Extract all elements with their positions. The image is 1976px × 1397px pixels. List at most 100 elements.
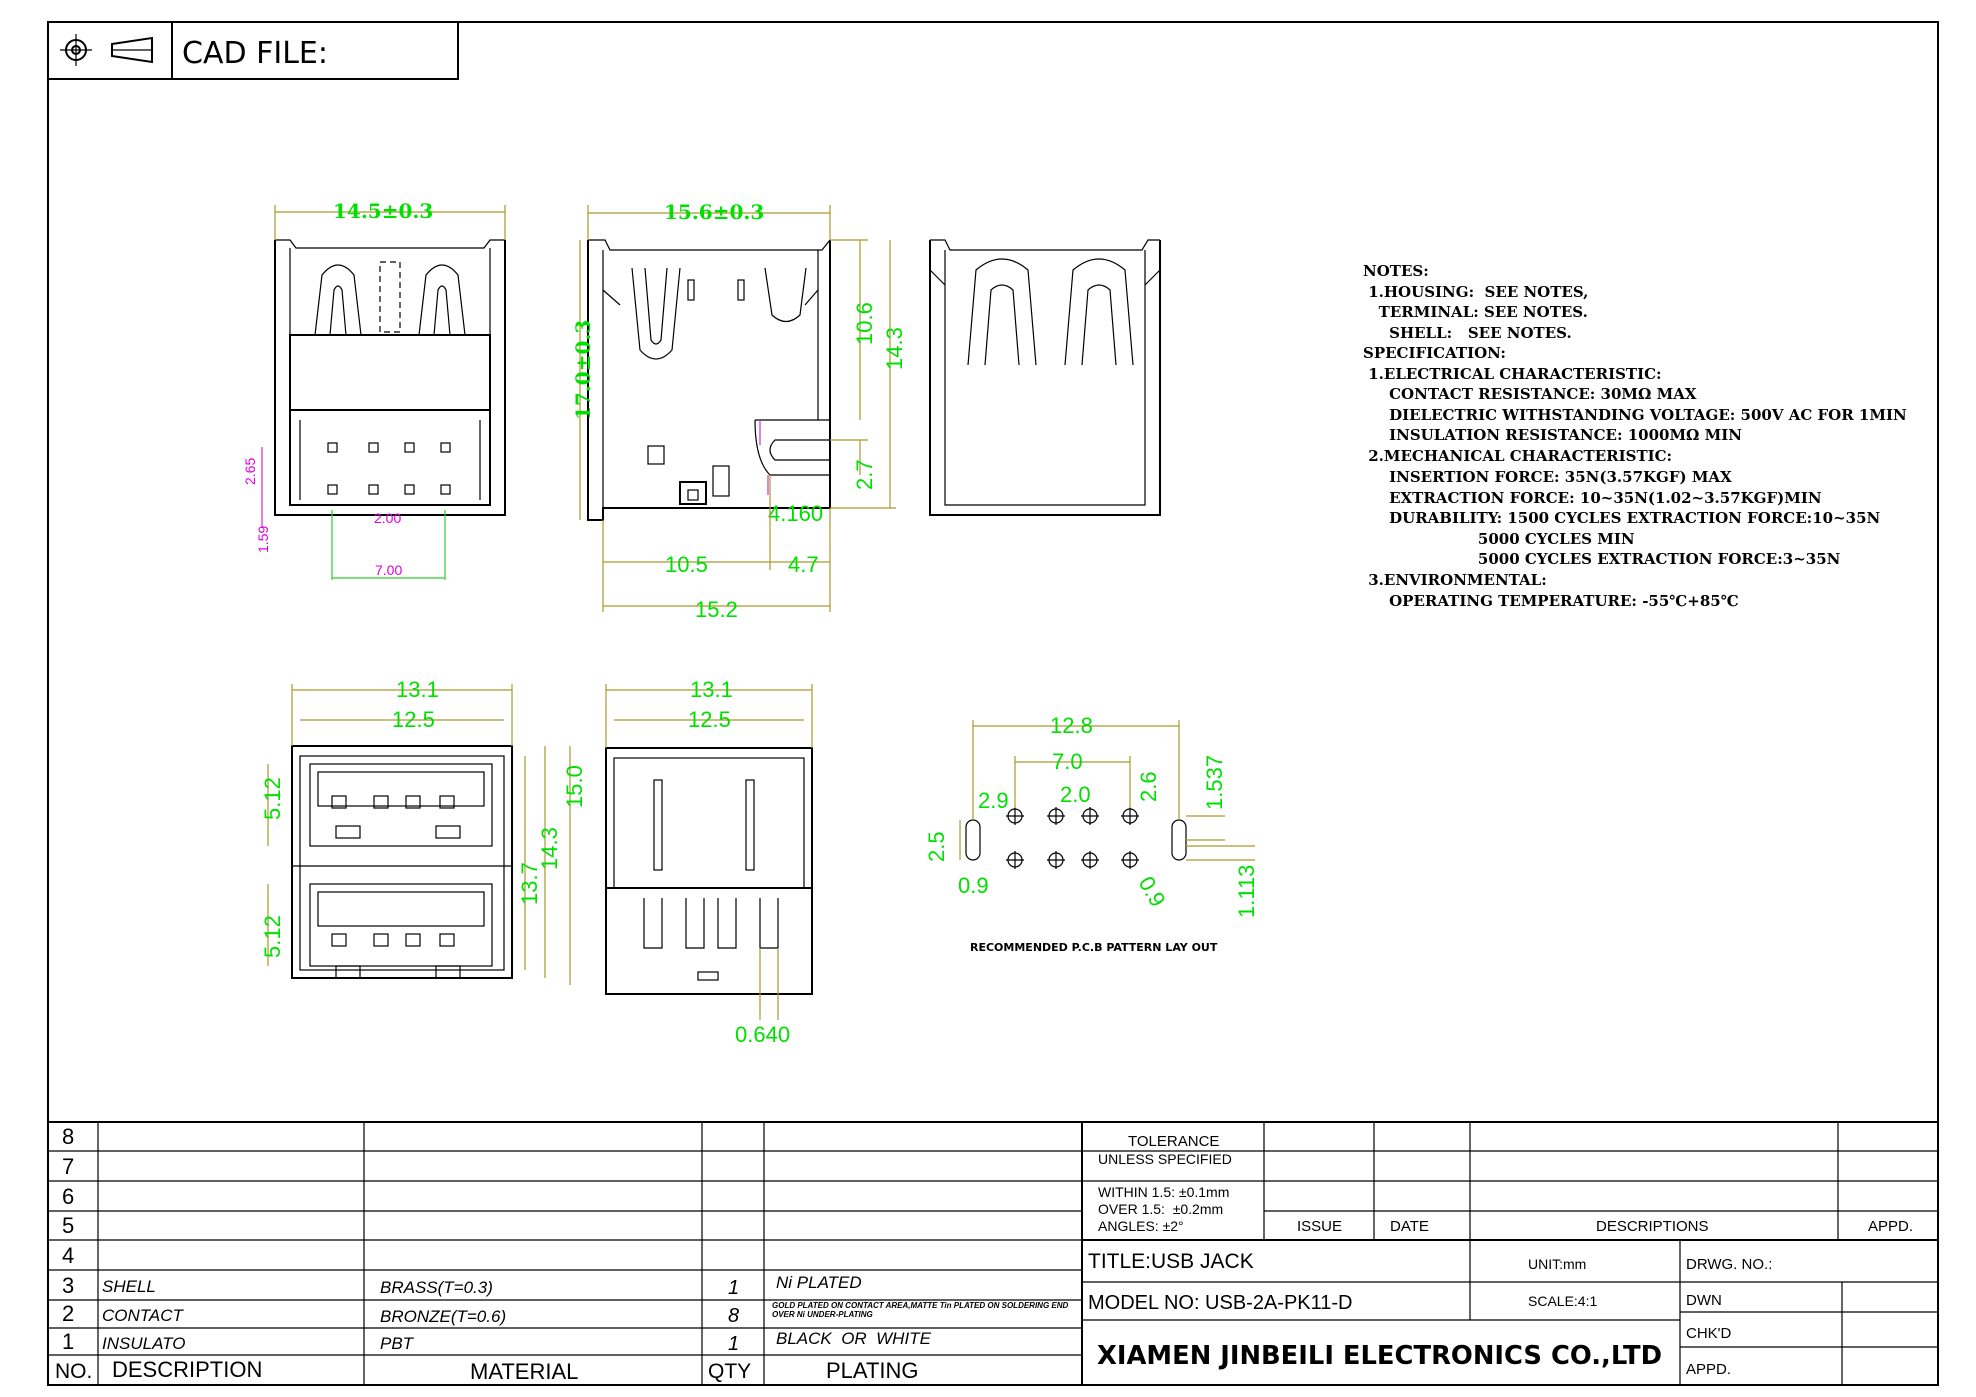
dim-width-front: 14.5±0.3 xyxy=(333,199,433,223)
notes-line: INSERTION FORCE: 35N(3.57KGF) MAX xyxy=(1363,468,1732,486)
row-number: 2 xyxy=(62,1301,74,1326)
dim-15-0: 15.0 xyxy=(562,765,587,808)
dim-5-12-lower: 5.12 xyxy=(260,915,285,958)
notes-line: INSULATION RESISTANCE: 1000MΩ MIN xyxy=(1363,426,1742,444)
tolerance-angles: ANGLES: ±2° xyxy=(1098,1218,1184,1234)
bom-plating: BLACK OR WHITE xyxy=(776,1329,932,1348)
notes-line: 1.ELECTRICAL CHARACTERISTIC: xyxy=(1363,365,1662,383)
dim-0-640: 0.640 xyxy=(735,1022,790,1047)
bom-qty: 8 xyxy=(728,1305,739,1327)
dim-2-5: 2.5 xyxy=(924,831,949,862)
appd-label: APPD. xyxy=(1686,1361,1731,1378)
bom-qty: 1 xyxy=(728,1333,739,1355)
dim-13-7: 13.7 xyxy=(517,862,542,905)
dim-0-9-slot: 0.9 xyxy=(958,873,989,898)
bom-plating: GOLD PLATED ON CONTACT AREA,MATTE Tin PL… xyxy=(772,1301,1069,1319)
side-view-drawing: 15.6±0.3 17.0±0.3 10.6 14.3 2.7 4.160 10… xyxy=(571,200,907,622)
pcb-caption: RECOMMENDED P.C.B PATTERN LAY OUT xyxy=(970,941,1218,954)
cad-header: CAD FILE: xyxy=(47,21,459,80)
title-block: TOLERANCE UNLESS SPECIFIED WITHIN 1.5: ±… xyxy=(1082,1122,1938,1385)
front-view-drawing: 14.5±0.3 2.65 1.59 2.00 7.00 xyxy=(242,199,506,580)
contact-row-lower xyxy=(331,933,455,947)
descriptions-label: DESCRIPTIONS xyxy=(1596,1218,1709,1235)
bom-plating: Ni PLATED xyxy=(776,1273,862,1292)
table-row: SHELL BRASS(T=0.3) 1 Ni PLATED xyxy=(102,1273,862,1299)
dim-12-5: 12.5 xyxy=(392,707,435,732)
dim-15-2: 15.2 xyxy=(695,597,738,622)
dim-2-6: 2.6 xyxy=(1136,771,1161,802)
dim-2-7: 2.7 xyxy=(852,459,877,490)
issue-label: ISSUE xyxy=(1297,1218,1342,1235)
bom-description: CONTACT xyxy=(102,1306,185,1325)
dim-4-7: 4.7 xyxy=(788,552,819,577)
dim-pin-pitch-v: 2.65 xyxy=(242,458,258,485)
bom-material: PBT xyxy=(380,1334,415,1353)
tolerance-over: OVER 1.5: ±0.2mm xyxy=(1098,1201,1223,1217)
notes-line: 3.ENVIRONMENTAL: xyxy=(1363,571,1547,589)
drwg-no-label: DRWG. NO.: xyxy=(1686,1256,1772,1273)
rear-view-drawing xyxy=(929,239,1161,516)
dim-height-side: 17.0±0.3 xyxy=(571,320,595,420)
pin-row-top xyxy=(327,442,451,453)
dim-12-8: 12.8 xyxy=(1050,713,1093,738)
row-number: 8 xyxy=(62,1124,74,1149)
pcb-holes xyxy=(1006,807,1139,869)
row-number: 5 xyxy=(62,1213,74,1238)
notes-line: 1.HOUSING: SEE NOTES, xyxy=(1363,283,1588,301)
tolerance-within: WITHIN 1.5: ±0.1mm xyxy=(1098,1184,1229,1200)
table-row: CONTACT BRONZE(T=0.6) 8 GOLD PLATED ON C… xyxy=(102,1301,1069,1327)
notes-line: OPERATING TEMPERATURE: -55℃+85℃ xyxy=(1363,592,1739,610)
port-face-drawing: 13.1 12.5 5.12 5.12 13.7 14.3 15.0 xyxy=(260,677,587,985)
dim-pin-pitch-h: 2.00 xyxy=(374,510,401,526)
sheet-border xyxy=(47,21,1939,1386)
notes-line: DURABILITY: 1500 CYCLES EXTRACTION FORCE… xyxy=(1363,509,1881,527)
dim-1-113: 1.113 xyxy=(1234,865,1259,918)
table-row: INSULATO PBT 1 BLACK OR WHITE xyxy=(102,1329,932,1355)
pin-row-bottom xyxy=(327,484,451,495)
row-number: 4 xyxy=(62,1243,74,1268)
notes-line: DIELECTRIC WITHSTANDING VOLTAGE: 500V AC… xyxy=(1363,406,1907,424)
dim-5-12-upper: 5.12 xyxy=(260,777,285,820)
model-no-field: MODEL NO: USB-2A-PK11-D xyxy=(1088,1292,1353,1314)
dim-12-5-bottom: 12.5 xyxy=(688,707,731,732)
header-description: DESCRIPTION xyxy=(112,1357,262,1382)
projection-symbol-icon xyxy=(60,34,153,66)
chkd-label: CHK'D xyxy=(1686,1325,1732,1342)
dim-0-9-hole: 0.9 xyxy=(1134,872,1171,911)
header-qty: QTY xyxy=(708,1360,751,1383)
row-number: 6 xyxy=(62,1184,74,1209)
appd-top-label: APPD. xyxy=(1868,1218,1913,1235)
dim-width-side: 15.6±0.3 xyxy=(664,200,764,224)
bottom-view-drawing: 13.1 12.5 0.640 xyxy=(605,677,813,1047)
unit-field: UNIT:mm xyxy=(1528,1256,1586,1272)
bom-material: BRASS(T=0.3) xyxy=(380,1278,493,1297)
dim-10-6: 10.6 xyxy=(852,302,877,345)
title-field: TITLE:USB JACK xyxy=(1088,1250,1254,1273)
notes-line: CONTACT RESISTANCE: 30MΩ MAX xyxy=(1363,385,1697,403)
dim-13-1-bottom: 13.1 xyxy=(690,677,733,702)
notes-line: TERMINAL: SEE NOTES. xyxy=(1363,303,1588,321)
dim-14-3-face: 14.3 xyxy=(537,827,562,870)
dim-pin-offset: 1.59 xyxy=(255,526,271,553)
tolerance-title: TOLERANCE xyxy=(1128,1133,1219,1150)
row-number: 7 xyxy=(62,1154,74,1179)
dim-4-160: 4.160 xyxy=(768,501,823,526)
notes-line: NOTES: xyxy=(1363,262,1429,280)
notes-line: SPECIFICATION: xyxy=(1363,344,1506,362)
notes-block: NOTES: 1.HOUSING: SEE NOTES, TERMINAL: S… xyxy=(1363,262,1907,610)
dim-13-1: 13.1 xyxy=(396,677,439,702)
bom-qty: 1 xyxy=(728,1277,739,1299)
bom-material: BRONZE(T=0.6) xyxy=(380,1307,506,1326)
bom-description: INSULATO xyxy=(102,1334,185,1353)
dim-14-3: 14.3 xyxy=(882,327,907,370)
cad-file-label: CAD FILE: xyxy=(182,36,328,71)
date-label: DATE xyxy=(1390,1218,1429,1235)
dim-2-0: 2.0 xyxy=(1060,782,1091,807)
company-name: XIAMEN JINBEILI ELECTRONICS CO.,LTD xyxy=(1097,1341,1662,1371)
notes-line: EXTRACTION FORCE: 10~35N(1.02~3.57KGF)MI… xyxy=(1363,489,1822,507)
pcb-layout-drawing: 12.8 7.0 2.9 2.0 2.6 1.537 2.5 0.9 0.9 1… xyxy=(924,713,1259,954)
bom-description: SHELL xyxy=(102,1277,156,1296)
notes-line: 5000 CYCLES MIN xyxy=(1363,530,1635,548)
bom-table: 8 7 6 5 4 3 2 1 SHELL BRASS(T=0.3) 1 Ni … xyxy=(48,1121,1938,1385)
row-number: 1 xyxy=(62,1329,74,1354)
